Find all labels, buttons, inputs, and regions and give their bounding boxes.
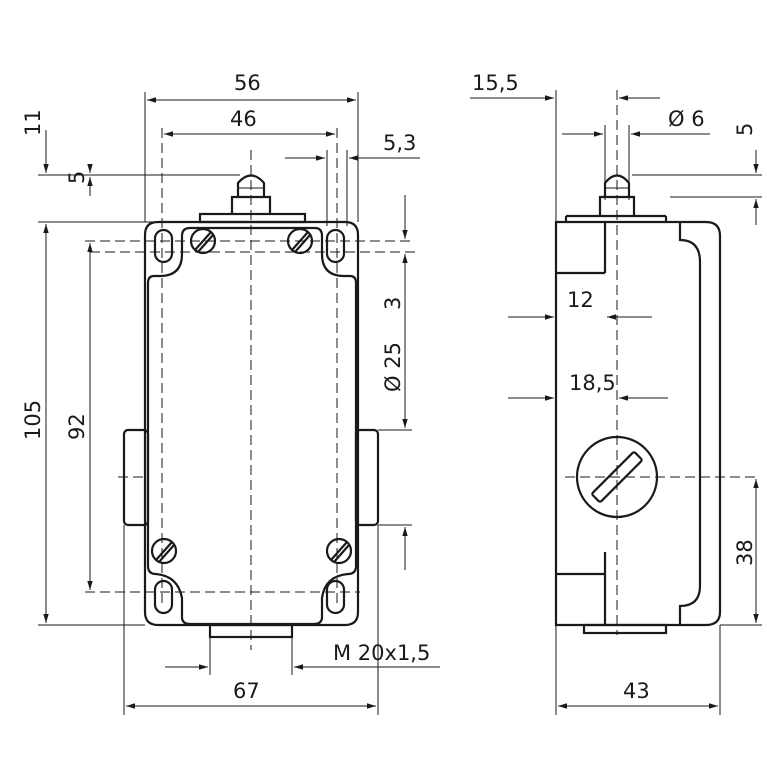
screw-bottom-right — [325, 537, 353, 565]
dim-height-5: 5 — [65, 171, 89, 184]
dim-height-92: 92 — [65, 413, 89, 440]
right-boss — [354, 428, 380, 527]
dim-width-46: 46 — [230, 107, 257, 131]
dim-offset-5-3: 5,3 — [383, 131, 416, 155]
dim-width-43: 43 — [623, 679, 650, 703]
screw-bottom-left — [150, 537, 178, 565]
side-inner-edge — [678, 222, 702, 625]
front-bottom-right-slot — [325, 579, 346, 615]
front-housing-outline — [143, 220, 360, 627]
dim-height-105: 105 — [21, 400, 45, 440]
dim-width-56: 56 — [234, 71, 261, 95]
front-view — [85, 128, 415, 650]
side-bottom-stub — [582, 623, 668, 635]
plunger-base-plate — [198, 212, 307, 224]
dim-offset-15-5: 15,5 — [472, 71, 519, 95]
front-bottom-left-slot — [153, 579, 174, 615]
dim-depth-18-5: 18,5 — [569, 371, 616, 395]
dim-height-38: 38 — [733, 539, 757, 566]
dim-diameter-6: Ø 6 — [668, 107, 705, 131]
dim-width-67: 67 — [233, 679, 260, 703]
dim-diameter-25: Ø 25 — [381, 342, 405, 392]
dim-height-11: 11 — [21, 109, 45, 136]
side-view — [554, 90, 760, 635]
front-inner-body — [146, 226, 358, 626]
dim-depth-12: 12 — [567, 288, 594, 312]
front-top-right-slot — [325, 228, 346, 264]
front-dimensions: 56 46 5,3 11 5 105 92 3 Ø 25 — [21, 71, 440, 715]
front-top-left-slot — [153, 228, 174, 264]
dim-height-5-side: 5 — [733, 123, 757, 136]
side-housing-outline — [554, 220, 722, 627]
dim-thread-m20: M 20x1,5 — [333, 641, 430, 665]
dim-offset-3: 3 — [381, 297, 405, 310]
plunger-head — [236, 174, 266, 197]
side-dimensions: 15,5 Ø 6 5 12 18,5 38 43 — [470, 71, 762, 715]
